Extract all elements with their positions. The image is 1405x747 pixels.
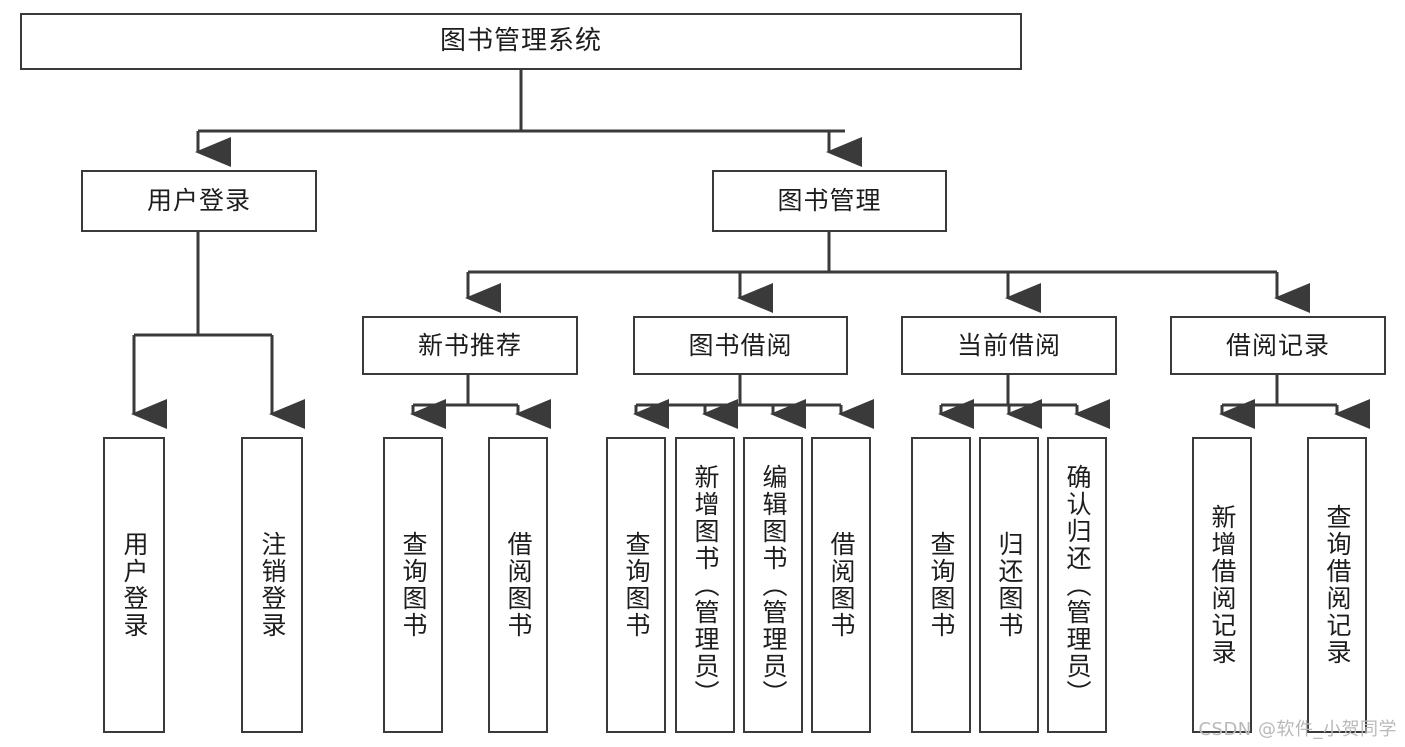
leaf-label: 查询图书	[622, 531, 651, 639]
node-book-borrow[interactable]: 图书借阅	[633, 316, 848, 375]
leaf-label: 查询借阅记录	[1323, 504, 1352, 666]
leaf-label: 确认归还（管理员）	[1063, 463, 1092, 707]
node-new-book-recommend-label: 新书推荐	[417, 330, 522, 360]
node-book-borrow-label: 图书借阅	[688, 330, 793, 360]
leaf-current-borrow-query-book[interactable]: 查询图书	[911, 437, 971, 733]
node-root-book-management-system[interactable]: 图书管理系统	[20, 13, 1022, 70]
node-borrow-records[interactable]: 借阅记录	[1170, 316, 1386, 375]
leaf-label: 借阅图书	[504, 531, 533, 639]
node-book-management[interactable]: 图书管理	[712, 170, 947, 232]
leaf-label: 注销登录	[258, 531, 287, 639]
node-current-borrow[interactable]: 当前借阅	[901, 316, 1117, 375]
node-new-book-recommend[interactable]: 新书推荐	[362, 316, 578, 375]
leaf-book-borrow-query-book[interactable]: 查询图书	[606, 437, 666, 733]
leaf-new-book-borrow-book[interactable]: 借阅图书	[488, 437, 548, 733]
leaf-label: 编辑图书（管理员）	[759, 463, 788, 707]
leaf-label: 查询图书	[399, 531, 428, 639]
leaf-label: 查询图书	[927, 531, 956, 639]
node-user-login[interactable]: 用户登录	[81, 170, 317, 232]
node-user-login-label: 用户登录	[146, 186, 251, 216]
leaf-current-borrow-return-book[interactable]: 归还图书	[979, 437, 1039, 733]
node-root-label: 图书管理系统	[439, 26, 602, 57]
leaf-label: 用户登录	[120, 531, 149, 639]
leaf-book-borrow-add-book-admin[interactable]: 新增图书（管理员）	[675, 437, 735, 733]
leaf-book-borrow-edit-book-admin[interactable]: 编辑图书（管理员）	[743, 437, 803, 733]
leaf-label: 借阅图书	[827, 531, 856, 639]
leaf-label: 新增图书（管理员）	[691, 463, 720, 707]
leaf-user-login-login[interactable]: 用户登录	[103, 437, 165, 733]
leaf-borrow-records-add-record[interactable]: 新增借阅记录	[1192, 437, 1252, 733]
leaf-current-borrow-confirm-return-admin[interactable]: 确认归还（管理员）	[1047, 437, 1107, 733]
node-borrow-records-label: 借阅记录	[1225, 330, 1330, 360]
csdn-watermark: CSDN @软件_小贺同学	[1198, 719, 1397, 740]
node-book-management-label: 图书管理	[777, 186, 882, 216]
leaf-user-login-logout[interactable]: 注销登录	[241, 437, 303, 733]
node-current-borrow-label: 当前借阅	[956, 330, 1061, 360]
leaf-book-borrow-borrow-book[interactable]: 借阅图书	[811, 437, 871, 733]
leaf-label: 新增借阅记录	[1208, 504, 1237, 666]
leaf-new-book-query-book[interactable]: 查询图书	[383, 437, 443, 733]
leaf-borrow-records-query-record[interactable]: 查询借阅记录	[1307, 437, 1367, 733]
leaf-label: 归还图书	[995, 531, 1024, 639]
